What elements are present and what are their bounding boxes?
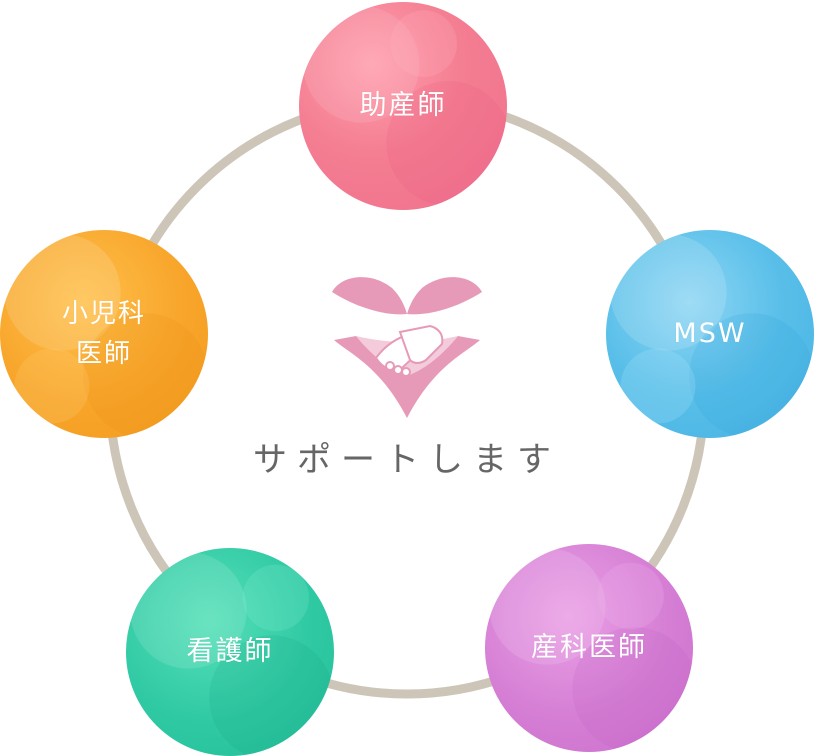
node-label-nurse: 看護師: [186, 636, 274, 668]
node-nurse: 看護師: [126, 548, 334, 756]
node-label-pediatric: 小児科 医師: [61, 298, 146, 369]
node-obgyn: 産科医師: [485, 544, 693, 752]
node-midwife: 助産師: [299, 2, 507, 210]
node-label-midwife: 助産師: [359, 90, 447, 122]
node-pediatric: 小児科 医師: [0, 230, 208, 438]
handshake-icon: [374, 324, 444, 377]
heart-top-right: [407, 277, 482, 315]
heart-top-left: [332, 277, 407, 315]
node-label-obgyn: 産科医師: [531, 632, 647, 664]
heart-bottom: [334, 336, 480, 418]
node-label-msw: MSW: [673, 318, 747, 350]
heart-handshake-icon: [332, 277, 482, 418]
center-support-text: サポートします: [253, 440, 561, 480]
node-msw: MSW: [606, 230, 814, 438]
